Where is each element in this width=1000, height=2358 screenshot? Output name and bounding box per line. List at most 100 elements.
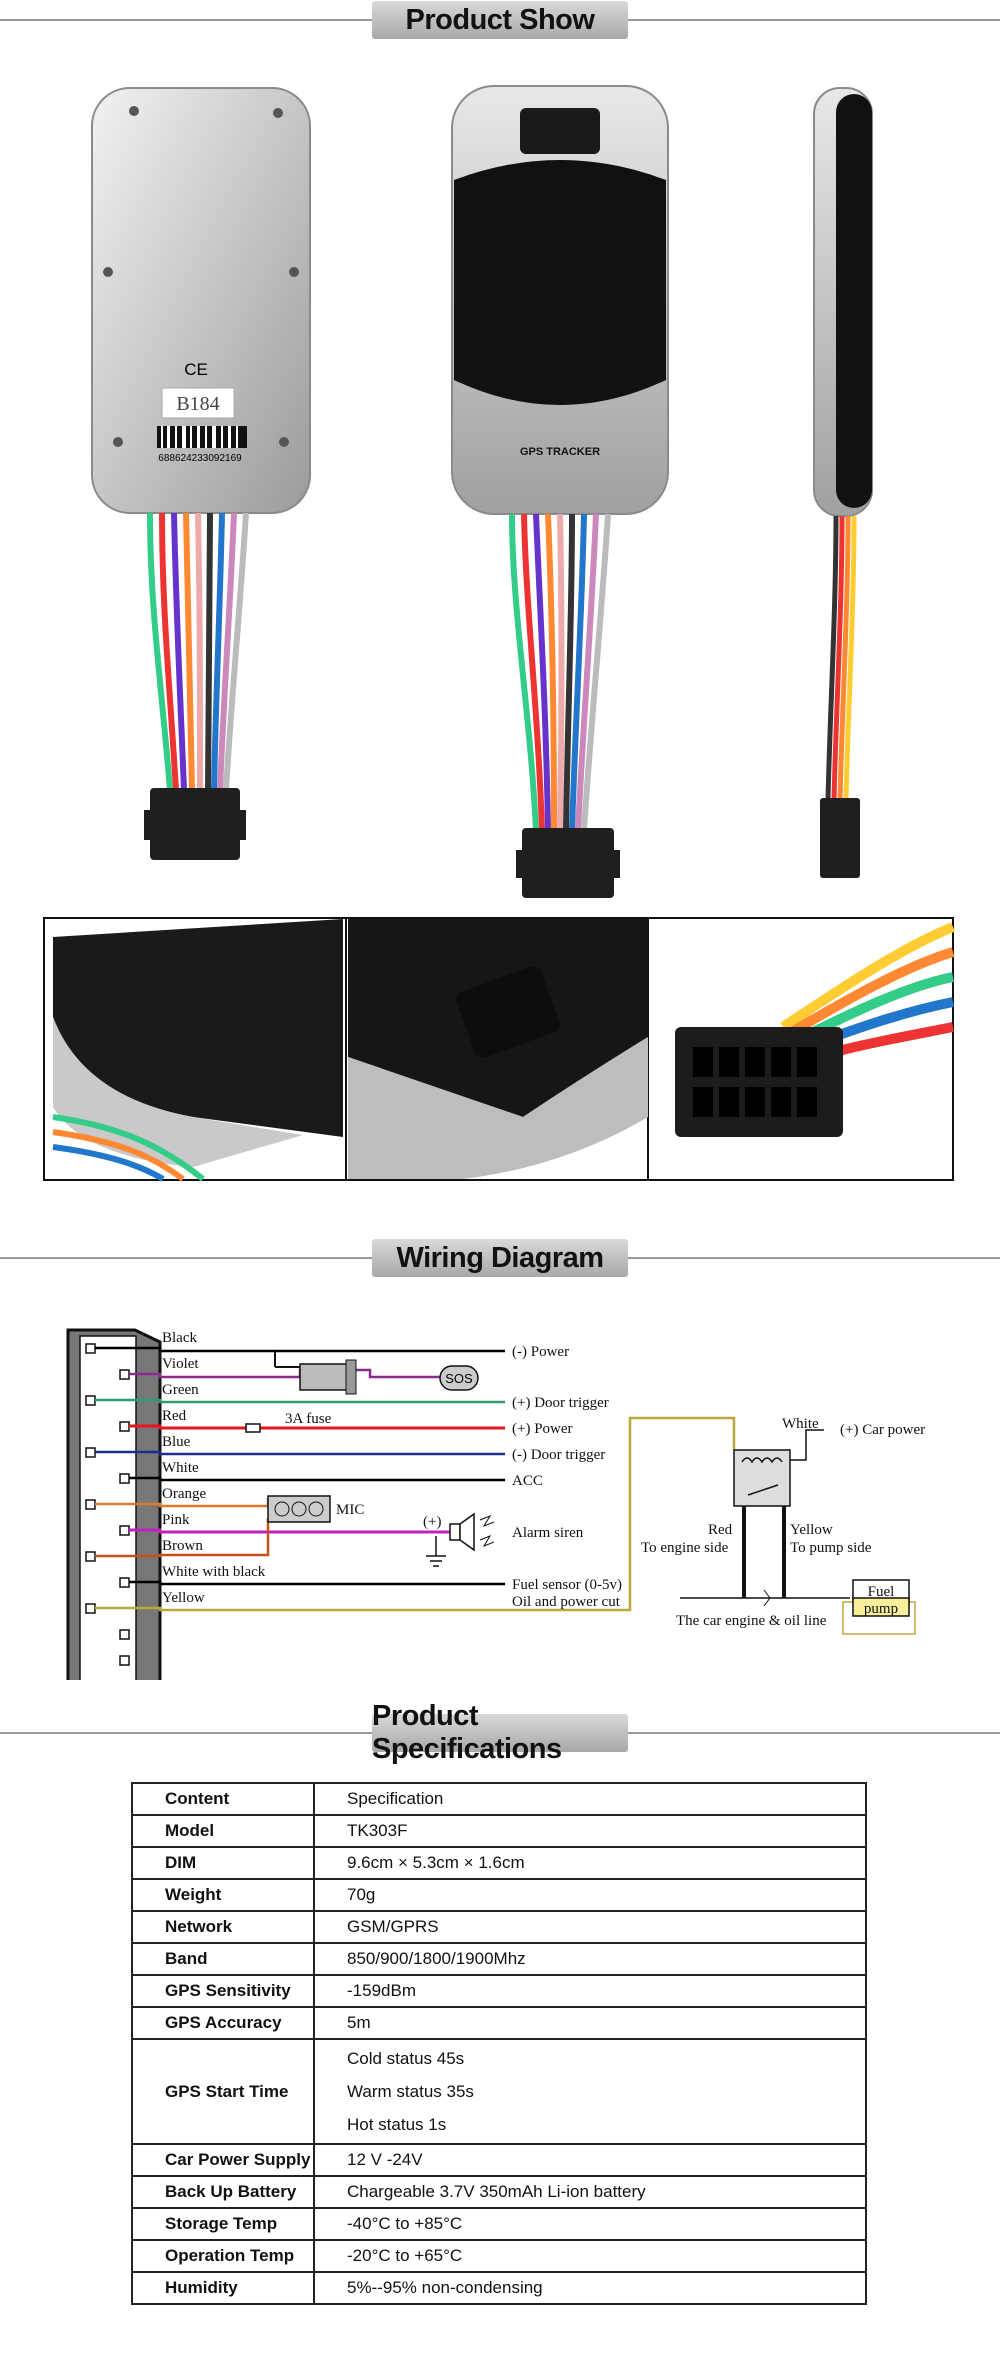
wire-black [95, 1346, 505, 1353]
spec-row: DIM 9.6cm × 5.3cm × 1.6cm [131, 1846, 867, 1880]
model-sticker [161, 387, 235, 419]
relay-pump-side-label: To pump side [790, 1540, 872, 1556]
wire-green [95, 1398, 505, 1404]
siren-icon [426, 1512, 495, 1567]
spec-value: -20°C to +65°C [313, 2239, 867, 2273]
wire-bundle-front [509, 513, 620, 898]
spec-key: Storage Temp [131, 2207, 315, 2241]
wire-blue [95, 1450, 505, 1456]
engine-oil-line-label: The car engine & oil line [676, 1613, 827, 1629]
spec-key: Band [131, 1942, 315, 1976]
spec-row: Model TK303F [131, 1814, 867, 1848]
section-title: Product Show [372, 1, 628, 39]
detail-connector-closeup [675, 922, 955, 1137]
header-divider-right [628, 1257, 1000, 1259]
connector-pins [85, 1343, 130, 1666]
fuse-label: 3A fuse [285, 1411, 332, 1427]
relay-engine-side-label: To engine side [641, 1540, 729, 1556]
section-title: Product Specifications [372, 1700, 628, 1765]
spec-row: Humidity 5%--95% non-condensing [131, 2271, 867, 2305]
spec-key: Back Up Battery [131, 2175, 315, 2209]
ce-mark: CE [184, 360, 208, 379]
wire-label-orange: Orange [162, 1486, 206, 1502]
output-acc: ACC [512, 1473, 543, 1489]
spec-key: Car Power Supply [131, 2143, 315, 2177]
barcode-number: 688624233092169 [158, 453, 242, 464]
output-fuel-sensor: Fuel sensor (0-5v) [512, 1577, 622, 1593]
spec-row: GPS Accuracy 5m [131, 2006, 867, 2040]
siren-plus-label: (+) [423, 1514, 441, 1530]
fuse-icon [245, 1423, 261, 1433]
start-time-line: Cold status 45s [347, 2049, 465, 2068]
detail-logo-closeup [52, 919, 343, 1182]
wire-white-black [129, 1580, 505, 1586]
wire-pink [129, 1528, 450, 1534]
header-divider-right [628, 1732, 1000, 1734]
wire-red [129, 1424, 505, 1430]
spec-value: 9.6cm × 5.3cm × 1.6cm [313, 1846, 867, 1880]
wire-brown [95, 1518, 270, 1558]
wiring-diagram: Black Violet Green Red Blue White Orange… [66, 1328, 925, 1680]
header-divider-right [628, 19, 1000, 21]
output-power-pos: (+) Power [512, 1421, 573, 1437]
relay-red-label: Red [708, 1522, 733, 1538]
spec-key: GPS Sensitivity [131, 1974, 315, 2008]
spec-value: Cold status 45s Warm status 35s Hot stat… [313, 2038, 867, 2145]
spec-value: Chargeable 3.7V 350mAh Li-ion battery [313, 2175, 867, 2209]
wire-label-violet: Violet [162, 1356, 199, 1372]
wiring-diagram-header: Wiring Diagram [0, 1238, 1000, 1278]
output-door-pos: (+) Door trigger [512, 1395, 609, 1411]
wire-yellow [95, 1416, 736, 1612]
section-title: Wiring Diagram [372, 1239, 628, 1277]
relay-yellow-label: Yellow [790, 1522, 833, 1538]
wire-label-green: Green [162, 1382, 199, 1398]
device-front-view [451, 85, 669, 515]
barcode [157, 426, 247, 448]
wire-label-brown: Brown [162, 1538, 203, 1554]
spec-row: Band 850/900/1800/1900Mhz [131, 1942, 867, 1976]
spec-value: 12 V -24V [313, 2143, 867, 2177]
spec-row: Operation Temp -20°C to +65°C [131, 2239, 867, 2273]
wire-label-red: Red [162, 1408, 187, 1424]
relay-white-label: White [782, 1416, 819, 1432]
fuel-pump-icon [842, 1579, 916, 1635]
wire-bundle-back [144, 512, 249, 860]
fuel-label: Fuel [868, 1584, 895, 1600]
wire-label-yellow: Yellow [162, 1590, 205, 1606]
header-divider-left [0, 1732, 372, 1734]
wire-label-white-black: White with black [162, 1564, 266, 1580]
spec-key: DIM [131, 1846, 315, 1880]
spec-value: -159dBm [313, 1974, 867, 2008]
sos-label: SOS [445, 1371, 473, 1386]
spec-row: Network GSM/GPRS [131, 1910, 867, 1944]
spec-value: 850/900/1800/1900Mhz [313, 1942, 867, 1976]
sos-button-icon [274, 1351, 479, 1395]
device-back-view [91, 87, 311, 514]
mic-label: MIC [336, 1502, 364, 1518]
wire-label-pink: Pink [162, 1512, 190, 1528]
spec-key: Model [131, 1814, 315, 1848]
spec-value: 5m [313, 2006, 867, 2040]
spec-value: GSM/GPRS [313, 1910, 867, 1944]
spec-row: Car Power Supply 12 V -24V [131, 2143, 867, 2177]
spec-key: Content [131, 1782, 315, 1816]
product-show-header: Product Show [0, 0, 1000, 40]
spec-key: Operation Temp [131, 2239, 315, 2273]
pump-label: pump [864, 1601, 898, 1617]
wire-label-white: White [162, 1460, 199, 1476]
product-specifications-header: Product Specifications [0, 1700, 1000, 1765]
spec-header-row: Content Specification [131, 1782, 867, 1816]
output-power-neg: (-) Power [512, 1344, 569, 1360]
header-divider-left [0, 1257, 372, 1259]
spec-value: TK303F [313, 1814, 867, 1848]
spec-value: 70g [313, 1878, 867, 1912]
detail-photo-strip [43, 917, 955, 1182]
spec-row: Back Up Battery Chargeable 3.7V 350mAh L… [131, 2175, 867, 2209]
wire-white [129, 1476, 505, 1482]
relay-car-power-label: (+) Car power [840, 1422, 925, 1438]
spec-key: GPS Start Time [131, 2038, 315, 2145]
start-time-line: Warm status 35s [347, 2082, 474, 2101]
spec-table: Content Specification Model TK303F DIM 9… [131, 1782, 867, 2305]
relay-icon [680, 1429, 850, 1607]
spec-row: Storage Temp -40°C to +85°C [131, 2207, 867, 2241]
